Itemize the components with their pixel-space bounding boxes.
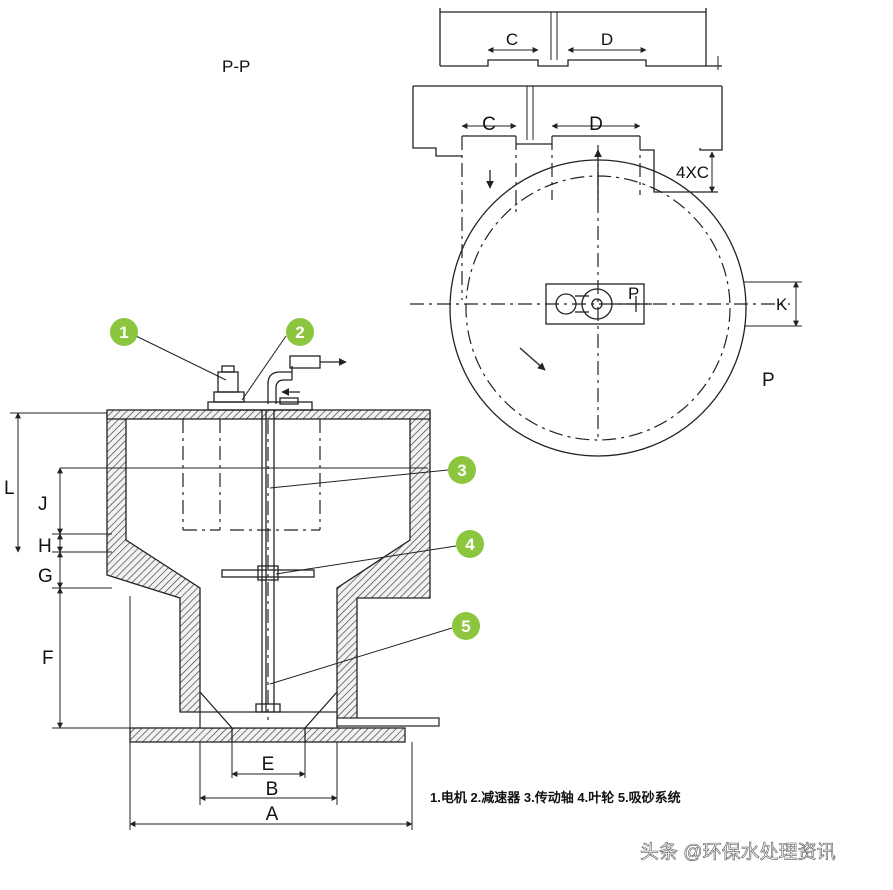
dim-b-label: B (266, 779, 279, 800)
dim-c-label: C (482, 114, 496, 135)
callout-2: 2 (286, 318, 314, 346)
dim-e-label: E (262, 754, 275, 775)
callout-2-number: 2 (295, 323, 304, 342)
callout-1: 1 (110, 318, 138, 346)
dim-k-label: K (776, 295, 788, 314)
callout-5: 5 (452, 612, 480, 640)
dim-g-label: G (38, 566, 53, 587)
watermark: 头条 @环保水处理资讯 (640, 841, 836, 863)
callout-4: 4 (456, 530, 484, 558)
plan-view: C D C D 4XC K P P (410, 8, 802, 457)
plan-view-label: P (762, 370, 775, 391)
section-view: L J H G F E B A (4, 355, 440, 830)
callout-5-number: 5 (461, 617, 470, 636)
parts-legend: 1.电机 2.减速器 3.传动轴 4.叶轮 5.吸砂系统 (430, 790, 681, 805)
dim-c-top-label: C (506, 30, 518, 49)
dim-f-label: F (42, 648, 54, 669)
section-title: P-P (222, 57, 250, 76)
callout-1-number: 1 (119, 323, 128, 342)
dim-d-label: D (589, 114, 603, 135)
dim-j-label: J (38, 494, 48, 515)
dim-d-top-label: D (601, 30, 613, 49)
dim-a-label: A (266, 804, 279, 825)
plan-p-marker-label: P (628, 284, 639, 303)
callouts: 1 2 3 4 5 (110, 318, 484, 685)
dim-4xc-label: 4XC (676, 163, 709, 182)
dim-h-label: H (38, 536, 52, 557)
callout-4-number: 4 (465, 535, 475, 554)
callout-3: 3 (448, 456, 476, 484)
dim-l-label: L (4, 478, 15, 499)
callout-3-number: 3 (457, 461, 466, 480)
